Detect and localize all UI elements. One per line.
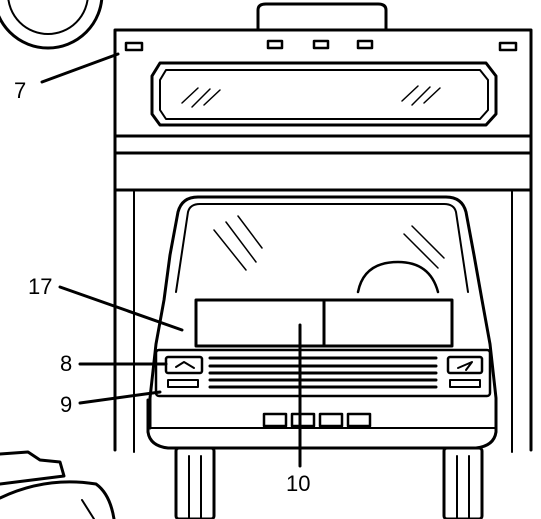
right-parking-light (449, 379, 481, 388)
partial-vehicle-bottom-left (0, 450, 116, 519)
callout-7: 7 (14, 78, 26, 103)
callout-8: 8 (60, 351, 72, 376)
cab-over-body (113, 28, 533, 453)
bumper-slots (262, 412, 372, 428)
right-front-tire (442, 446, 484, 519)
leader-lines (40, 52, 302, 468)
cab-outline (148, 195, 498, 430)
left-front-tire (174, 446, 216, 519)
callout-9: 9 (60, 392, 72, 417)
rearview-mirror (356, 260, 440, 294)
left-headlight (164, 355, 204, 375)
cab-over-window (150, 61, 498, 127)
callout-10: 10 (286, 471, 310, 496)
left-parking-light (167, 379, 199, 388)
callout-17: 17 (28, 274, 52, 299)
windshield (213, 215, 445, 271)
grille (154, 348, 492, 398)
right-headlight (446, 355, 484, 375)
marker-lights (124, 39, 518, 52)
hood (194, 298, 454, 348)
front-bumper (146, 398, 498, 450)
partial-wheel-top-left (0, 0, 104, 50)
roof-ac-unit (256, 2, 388, 32)
